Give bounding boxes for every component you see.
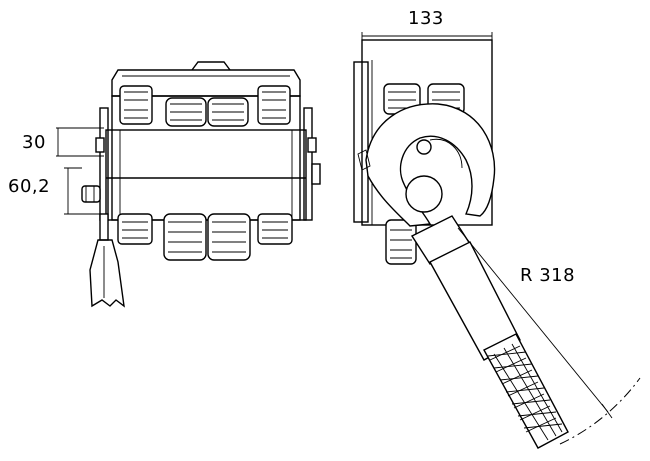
dimension-width-label: 133 xyxy=(408,8,444,29)
dimension-radius-label: R 318 xyxy=(520,265,576,286)
bottom-cable-glands xyxy=(117,213,293,261)
dimension-offset-label: 30 xyxy=(22,132,46,153)
dimension-height-label: 60,2 xyxy=(8,176,51,197)
rotary-switch-cam xyxy=(357,103,496,227)
radius-dimension xyxy=(457,227,641,445)
dimension-lines-left xyxy=(56,127,104,215)
handle-lever xyxy=(410,215,569,449)
side-handle-stub xyxy=(81,185,125,308)
top-cable-glands xyxy=(119,85,291,127)
